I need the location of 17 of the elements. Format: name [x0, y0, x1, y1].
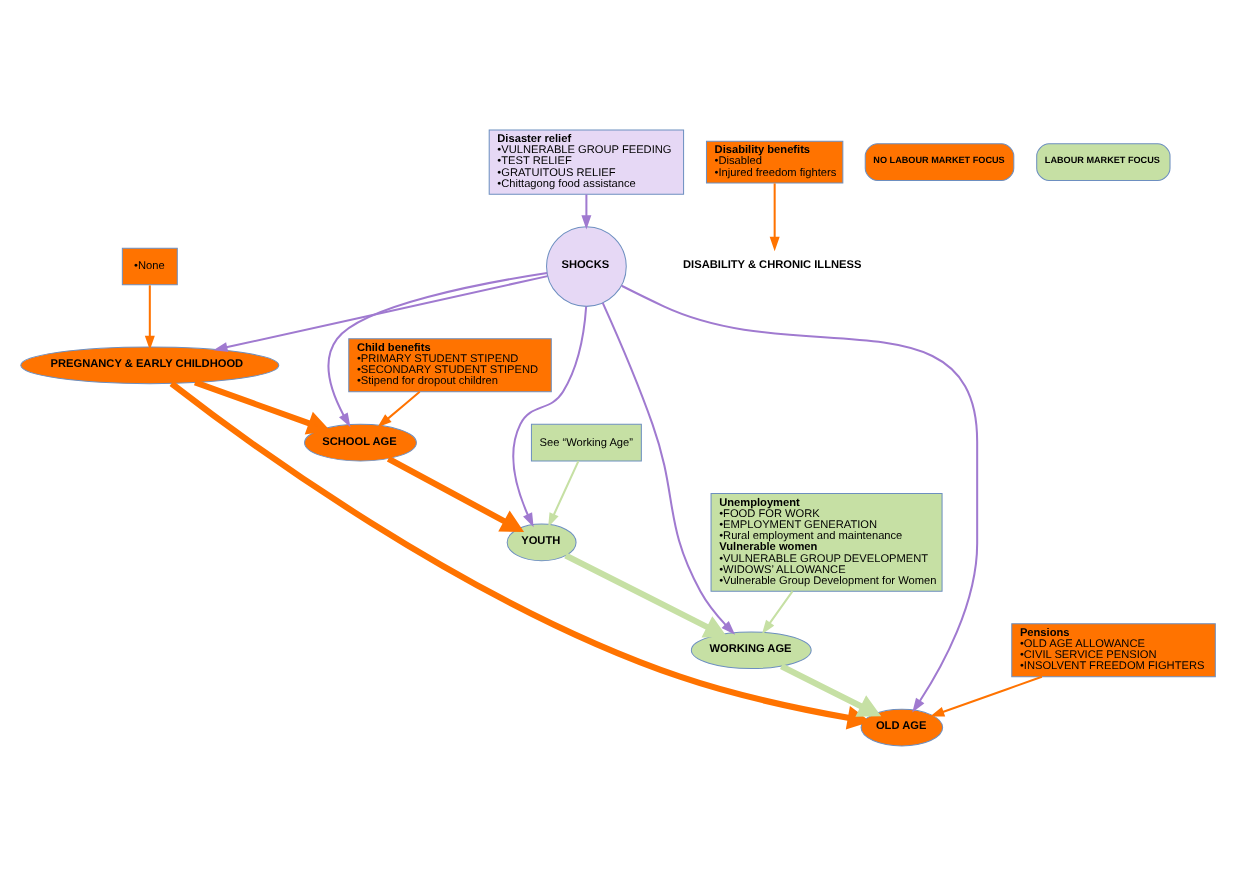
- arrow: [621, 284, 979, 713]
- arrow: [386, 456, 525, 532]
- arrow: [512, 306, 588, 528]
- arrow: [930, 675, 1043, 717]
- arrow: [761, 590, 794, 635]
- arrow: [581, 194, 592, 230]
- arrow: [144, 285, 155, 351]
- arrow: [564, 552, 728, 638]
- arrow: [194, 379, 331, 435]
- arrow: [213, 275, 548, 353]
- arrow: [327, 272, 548, 428]
- arrow: [377, 391, 421, 428]
- arrow: [769, 183, 780, 252]
- arrow: [780, 663, 882, 717]
- arrow: [601, 302, 736, 635]
- arrow: [169, 381, 871, 730]
- arrow: [548, 460, 580, 528]
